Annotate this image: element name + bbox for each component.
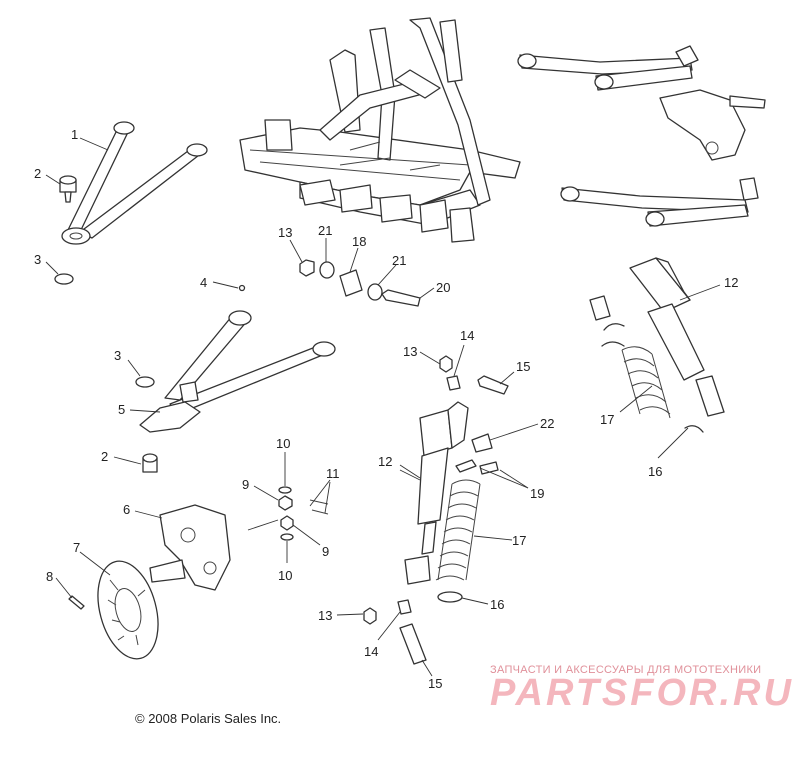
grease-fitting <box>238 284 246 292</box>
spacer-14-low <box>397 599 412 615</box>
spindle-right <box>659 89 766 161</box>
upper-a-arm-right <box>517 45 699 91</box>
callout-labels: 1 2 3 4 3 5 2 6 7 8 13 21 18 21 20 10 9 … <box>34 127 738 691</box>
coil-spring-right <box>621 346 671 419</box>
callout-label: 2 <box>34 166 41 181</box>
spring-seat-right <box>684 425 704 433</box>
callout-label: 12 <box>724 275 738 290</box>
shock-absorber-center <box>404 401 469 585</box>
callout-label: 10 <box>278 568 292 583</box>
callout-label: 3 <box>114 348 121 363</box>
bolt-15-mid <box>477 375 509 395</box>
callout-label: 12 <box>378 454 392 469</box>
callout-label: 15 <box>428 676 442 691</box>
watermark-logo: PARTSFOR.RU <box>490 672 794 714</box>
callout-label: 5 <box>118 402 125 417</box>
callout-label: 7 <box>73 540 80 555</box>
frame-assembly <box>239 17 521 243</box>
shock-absorber-right <box>629 257 725 417</box>
ball-joint-lower <box>142 453 158 473</box>
callout-label: 16 <box>490 597 504 612</box>
snap-ring-upper <box>54 273 74 285</box>
tie-rod-hardware <box>278 486 329 541</box>
lower-a-arm-left <box>139 310 336 433</box>
disc-bolt <box>68 595 85 610</box>
callout-label: 16 <box>648 464 662 479</box>
callout-label: 6 <box>123 502 130 517</box>
watermark-tagline: ЗАПЧАСТИ И АКСЕССУАРЫ ДЛЯ МОТОТЕХНИКИ <box>490 664 762 676</box>
bolt-15-low <box>399 623 427 665</box>
callout-label: 15 <box>516 359 530 374</box>
callout-label: 9 <box>242 477 249 492</box>
spring-retainer <box>455 459 499 475</box>
callout-label: 19 <box>530 486 544 501</box>
callout-label: 13 <box>318 608 332 623</box>
ball-joint-upper <box>59 175 77 203</box>
callout-label: 4 <box>200 275 207 290</box>
callout-label: 17 <box>512 533 526 548</box>
spindle-left <box>149 504 231 591</box>
callout-label: 11 <box>326 466 340 481</box>
callout-label: 9 <box>322 544 329 559</box>
copyright-text: © 2008 Polaris Sales Inc. <box>135 711 282 726</box>
spacer-14-mid <box>446 375 461 391</box>
callout-label: 18 <box>352 234 366 249</box>
callout-label: 17 <box>600 412 614 427</box>
retainer-right <box>601 323 625 347</box>
callout-label: 21 <box>392 253 406 268</box>
callout-label: 13 <box>403 344 417 359</box>
callout-label: 2 <box>101 449 108 464</box>
pivot-hardware <box>299 259 421 307</box>
callout-label: 3 <box>34 252 41 267</box>
bump-stop <box>471 433 493 453</box>
callout-label: 10 <box>276 436 290 451</box>
callout-label: 1 <box>71 127 78 142</box>
callout-label: 8 <box>46 569 53 584</box>
leader-lines <box>45 137 721 677</box>
bump-stop-right <box>589 295 611 321</box>
coil-spring-center <box>435 479 481 581</box>
brake-disc <box>97 560 159 660</box>
spring-seat-center <box>437 591 463 603</box>
callout-label: 14 <box>460 328 474 343</box>
upper-a-arm-left <box>61 121 208 245</box>
nut-13-mid <box>439 355 453 373</box>
callout-label: 13 <box>278 225 292 240</box>
callout-label: 14 <box>364 644 378 659</box>
nut-13-low <box>363 607 377 625</box>
callout-label: 21 <box>318 223 332 238</box>
lower-a-arm-right <box>560 177 759 227</box>
callout-label: 20 <box>436 280 450 295</box>
snap-ring-lower <box>135 376 155 388</box>
callout-label: 22 <box>540 416 554 431</box>
